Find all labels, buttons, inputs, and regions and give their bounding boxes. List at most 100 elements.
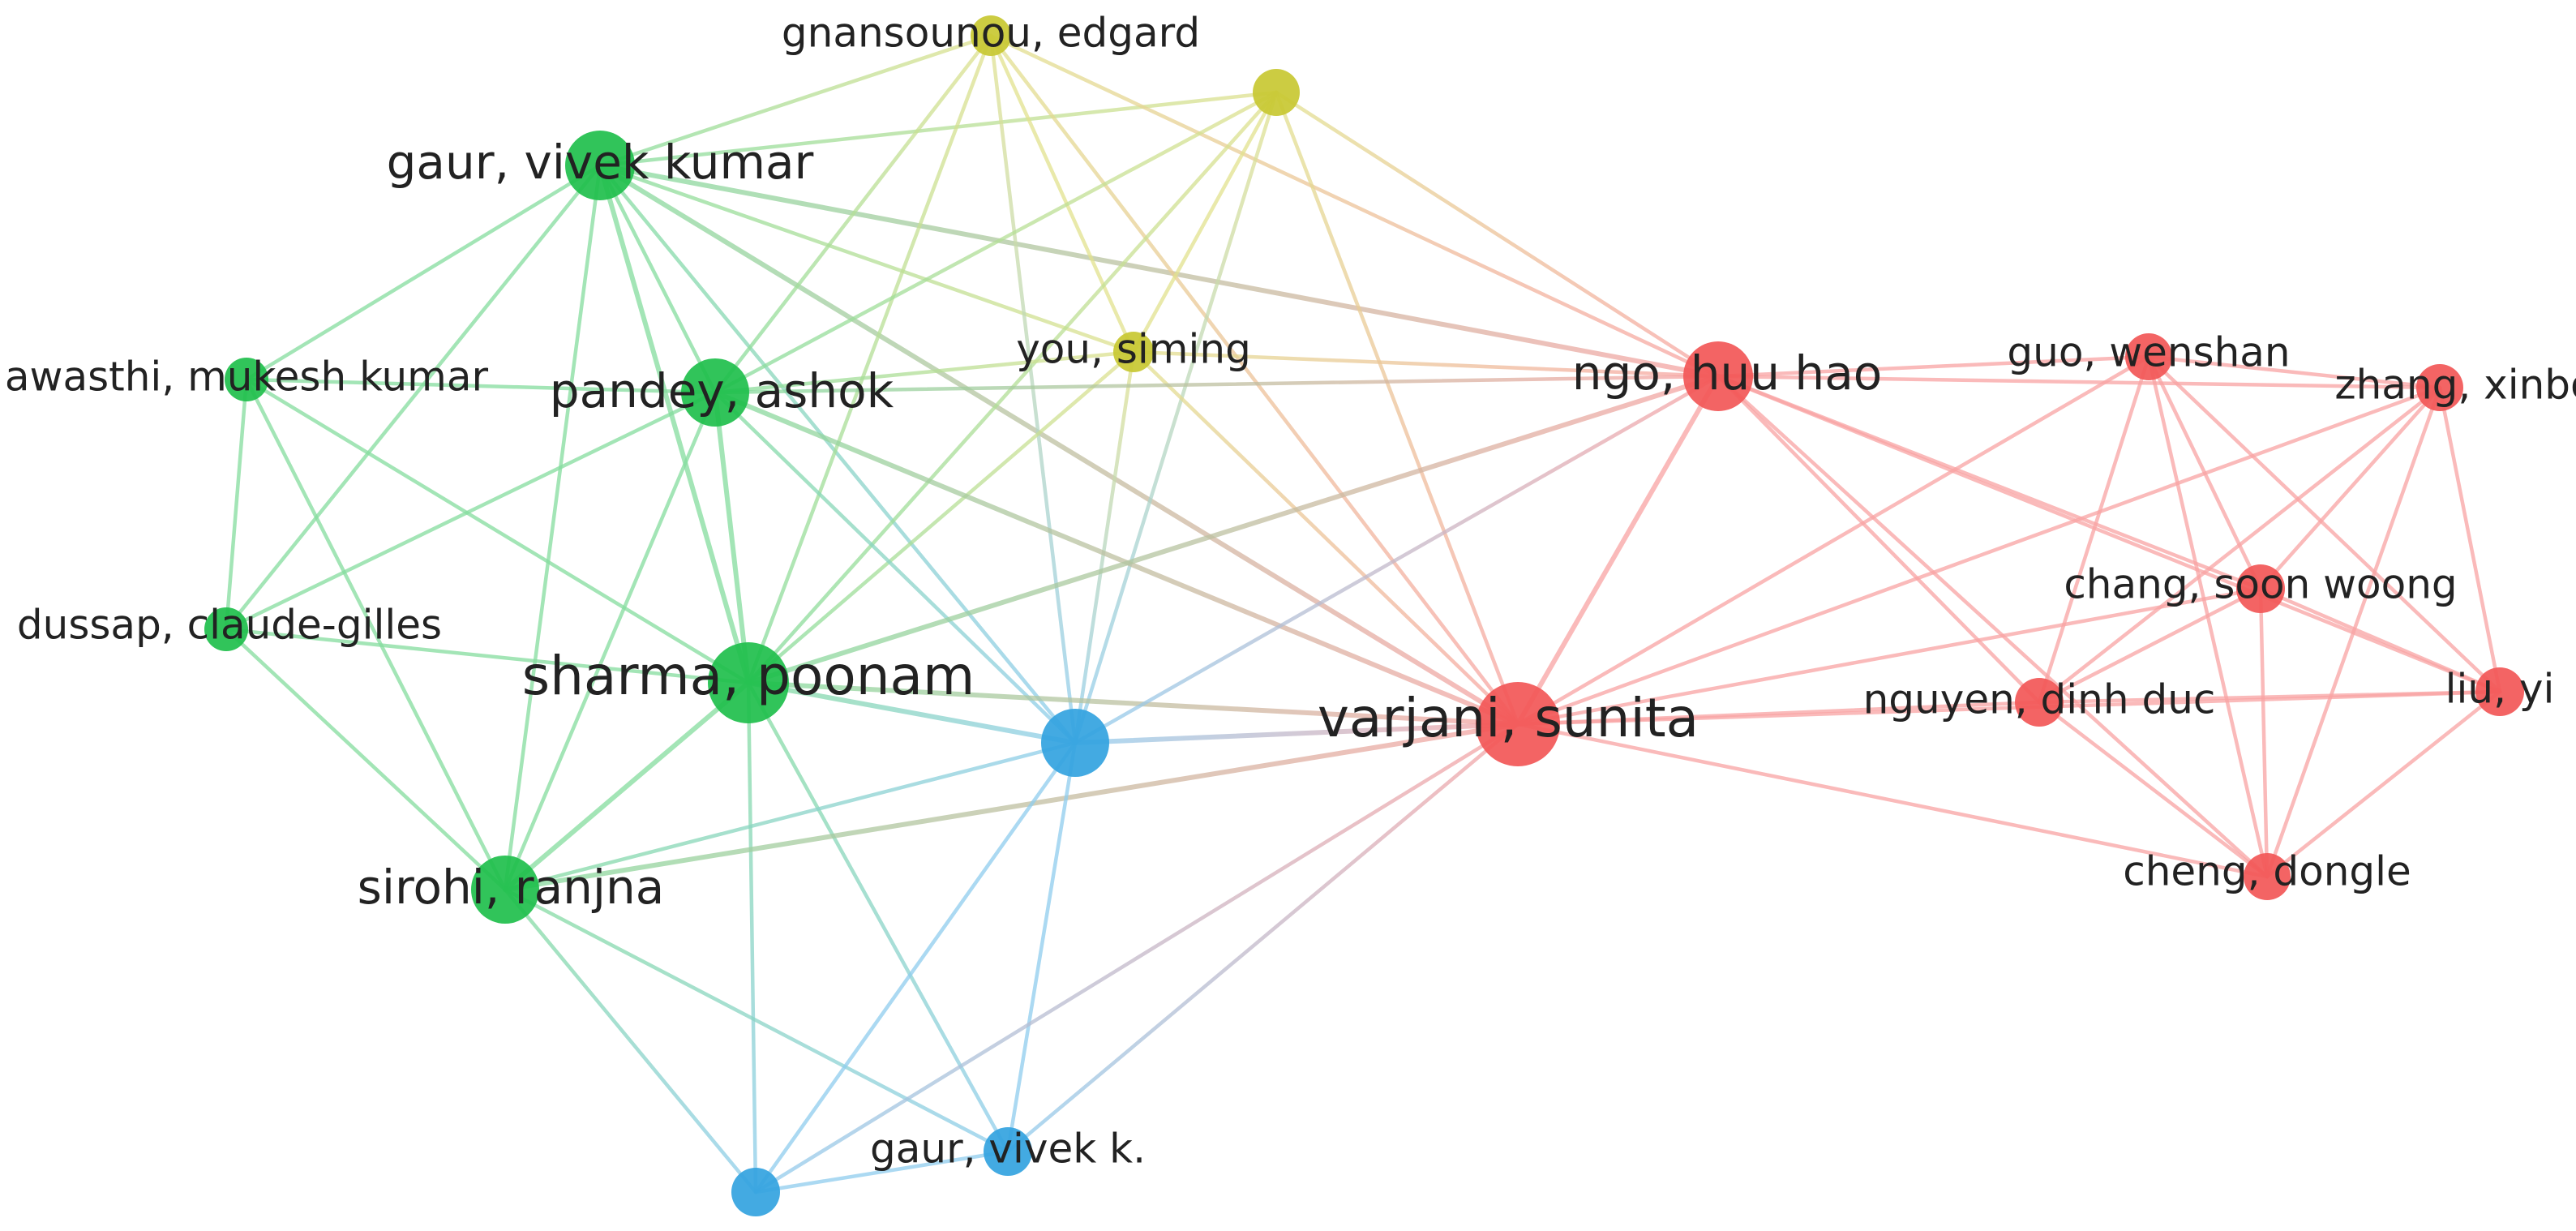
edge-pandey-sharma [713,390,751,685]
edge-ngo-nguyen [1716,374,2042,705]
node-gnansounou[interactable] [971,15,1011,56]
node-label-zhang: zhang, xinbo [2334,362,2576,409]
edge-bluec-varjani [1073,722,1520,745]
edge-gnansounou-sharma [746,33,993,685]
edge-awasthi-dussap [224,377,249,632]
edge-sharma-ngo [746,374,1721,685]
node-pandey[interactable] [681,358,749,427]
node-sharma[interactable] [708,642,789,723]
edge-chang-liu [2258,586,2502,694]
node-chang[interactable] [2236,564,2285,613]
edge-guo-chang [2146,354,2263,591]
edge-gnansounou-you [988,33,1136,354]
edge-varjani-chang [1515,586,2263,727]
node-dussap[interactable] [204,607,248,651]
edge-pandey-ngo [713,374,1721,395]
node-zhang[interactable] [2416,364,2463,411]
edge-pandey-bluec [713,390,1078,745]
edge-you-ngo [1131,350,1721,379]
edge-sirohi-blueb [503,887,758,1195]
node-gaurvk[interactable] [565,131,635,200]
edge-gnansounou-pandey [713,33,993,395]
edge-you-sharma [746,350,1136,685]
edge-ngo-cheng [1716,374,2270,879]
node-cheng[interactable] [2244,853,2291,900]
edge-gaurvk-pandey [598,163,718,395]
node-label-varjani: varjani, sunita [1318,687,1699,749]
edge-you-bluec [1073,350,1136,745]
edge-nguyen-cheng [2037,700,2270,879]
edge-sharma-gaurvkdot [746,680,1010,1154]
edge-dussap-sirohi [224,627,508,892]
edge-sharma-sirohi [503,680,751,892]
edge-gnansounou-varjani [988,33,1520,727]
edge-bluec-ngo [1073,374,1721,745]
edge-zhang-liu [2437,385,2502,694]
node-label-gaurvkdot: gaur, vivek k. [870,1126,1146,1173]
edge-y2-varjani [1274,90,1520,727]
edge-gnansounou-ngo [988,33,1721,379]
edge-guo-nguyen [2037,354,2151,705]
edge-pandey-dussap [224,390,718,632]
edge-sirohi-gaurvkdot [503,887,1010,1154]
edge-gaurvk-ngo [598,163,1721,379]
edge-guo-zhang [2146,354,2442,390]
node-label-awasthi: awasthi, mukesh kumar [5,354,489,401]
labels-layer: gnansounou, edgard you, siming gaur, vivek… [5,10,2576,1173]
edge-ngo-liu [1716,374,2502,694]
edge-gaurvk-awasthi [244,163,602,382]
edge-zhang-nguyen [2037,385,2442,705]
edge-chang-cheng [2258,586,2270,879]
node-label-cheng: cheng, dongle [2123,848,2411,895]
nodes-layer [204,15,2524,1216]
edge-varjani-zhang [1515,385,2442,727]
node-bluec[interactable] [1041,709,1109,777]
edge-you-pandey [713,350,1136,395]
edge-gaurvk-sirohi [503,163,602,892]
node-label-sirohi: sirohi, ranjna [358,860,665,915]
edge-gaurvk-varjani [598,163,1520,727]
node-nguyen[interactable] [2015,678,2064,727]
node-varjani[interactable] [1476,682,1560,766]
node-ngo[interactable] [1683,341,1753,411]
edge-ngo-guo [1716,354,2151,379]
node-you[interactable] [1113,332,1154,372]
edge-dussap-sharma [224,627,751,685]
edge-gaurvk-sharma [598,163,751,685]
edge-y2-you [1131,90,1279,354]
edge-blueb-varjani [753,722,1520,1195]
edge-gaurvk-you [598,163,1136,354]
edge-gnansounou-bluec [988,33,1078,745]
edge-zhang-cheng [2265,385,2442,879]
edge-awasthi-sharma [244,377,751,685]
edge-guo-liu [2146,354,2502,694]
node-label-guo: guo, wenshan [2007,329,2290,376]
edge-ngo-zhang [1716,374,2442,390]
node-blueb[interactable] [731,1168,780,1216]
edge-sirohi-varjani [503,722,1520,892]
node-label-gnansounou: gnansounou, edgard [782,10,1200,57]
edge-sharma-blueb [746,680,758,1195]
node-label-chang: chang, soon woong [2064,561,2457,608]
edge-gaurvk-dussap [224,163,602,632]
edge-chang-nguyen [2037,586,2263,705]
node-label-you: you, siming [1016,326,1251,373]
edge-bluec-gaurvkdot [1005,740,1078,1154]
edge-pandey-sirohi [503,390,718,892]
edge-sirohi-bluec [503,740,1078,892]
node-gaurvkdot[interactable] [984,1127,1032,1176]
edge-nguyen-liu [2037,689,2502,705]
node-y2[interactable] [1253,69,1300,116]
node-sirohi[interactable] [471,856,539,924]
edge-ngo-varjani [1515,374,1721,727]
node-label-ngo: ngo, huu hao [1572,345,1882,401]
node-label-sharma: sharma, poonam [522,645,975,707]
edge-gaurvk-bluec [598,163,1078,745]
node-liu[interactable] [2475,667,2524,716]
edge-pandey-varjani [713,390,1520,727]
edge-zhang-chang [2258,385,2442,591]
node-awasthi[interactable] [225,358,268,401]
node-guo[interactable] [2125,333,2172,380]
node-label-pandey: pandey, ashok [550,363,894,418]
